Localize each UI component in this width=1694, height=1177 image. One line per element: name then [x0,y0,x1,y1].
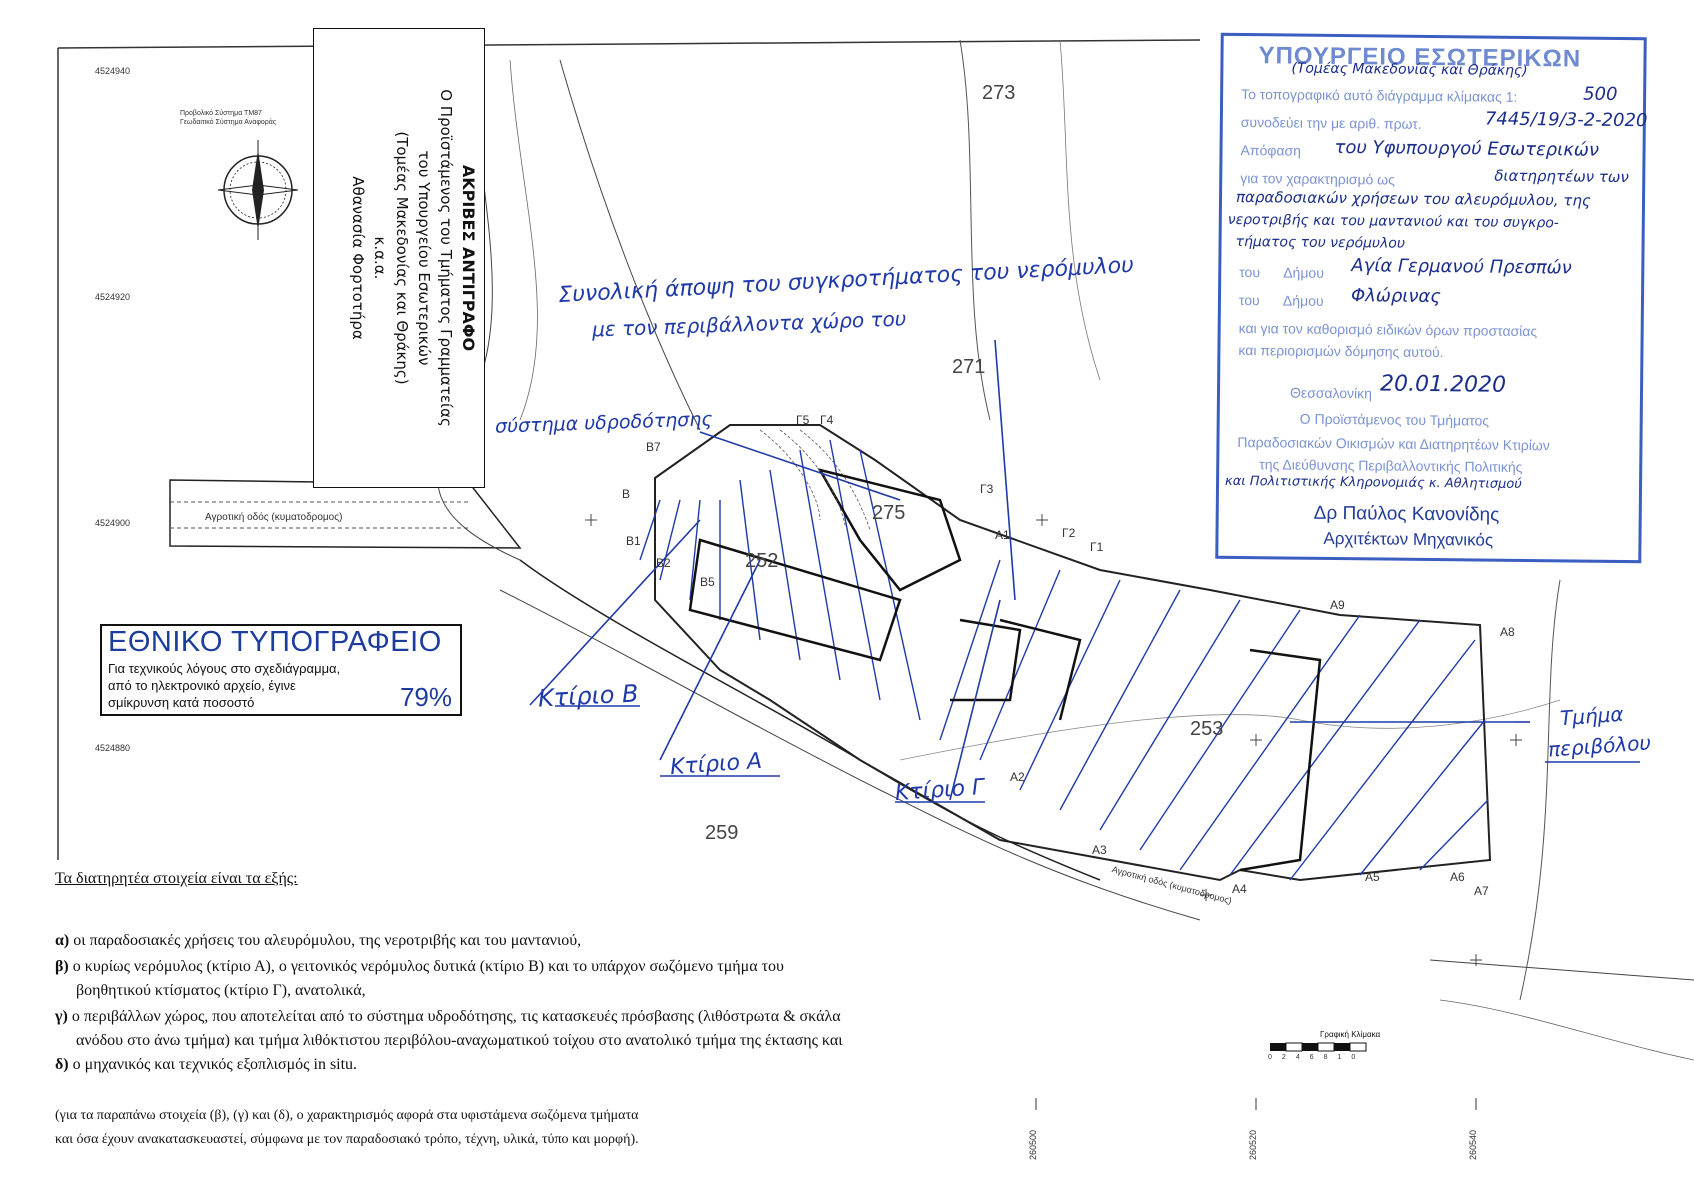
national-printing-notice: ΕΘΝΙΚΟ ΤΥΠΟΓΡΑΦΕΙΟ Για τεχνικούς λόγους … [100,624,462,716]
stamp-printed-place: Δήμου [1283,264,1324,281]
stamp-printed-9: και περιορισμών δόμησης αυτού. [1238,341,1444,361]
footnote-line2: και όσα έχουν ανακατασκευαστεί, σύμφωνα … [55,1132,639,1147]
item-a: α) οι παραδοσιακές χρήσεις του αλευρόμυλ… [55,932,582,949]
ministry-stamp: ΥΠΟΥΡΓΕΙΟ ΕΣΩΤΕΡΙΚΩΝ (Τομέας Μακεδονίας … [1215,32,1648,564]
stamp-hand-municipality: Φλώρινας [1350,285,1442,308]
point-a5: Α5 [1365,870,1380,884]
stamp-printed-municipality-of: του [1238,291,1260,309]
point-a1: Α1 [995,528,1010,542]
stamp-printed-11: Ο Προϊστάμενος του Τμήματος [1299,410,1490,429]
item-g-line2: ανόδου στο άνω τμήμα) και τμήμα λιθόκτισ… [76,1032,843,1049]
stamp-printed-city: Θεσσαλονίκη [1289,384,1373,402]
certified-copy-signatory: Αθανασία Φορτοτήρα [349,176,367,340]
stamp-signatory-role: Αρχιτέκτων Μηχανικός [1323,528,1494,550]
coord-y-3: 4524900 [95,518,131,528]
coord-y-4: 4524880 [95,743,131,753]
stamp-printed-dimos: Δήμου [1282,292,1324,309]
coord-x-1: 260500 [1028,1129,1039,1161]
stamp-hand-scale: 500 [1583,83,1618,105]
point-g4: Γ4 [820,413,834,427]
coord-x-3: 260540 [1468,1129,1479,1161]
stamp-printed-2: συνοδεύει την με αριθ. πρωτ. [1240,113,1422,132]
north-arrow-icon [217,140,299,240]
parcel-259: 259 [705,822,739,844]
scale-ticks: 0246810 [1268,1054,1366,1061]
stamp-printed-8: και για τον καθορισμό ειδικών όρων προστ… [1238,319,1538,340]
stamp-hand-line5: παραδοσιακών χρήσεων του αλευρόμυλου, τη… [1235,187,1591,210]
point-a7: Α7 [1474,884,1489,898]
point-a3: Α3 [1092,843,1107,857]
notice-line1: Για τεχνικούς λόγους στο σχεδιάγραμμα, [108,661,341,676]
point-b5: Β5 [700,575,715,589]
stamp-hand-preserved: διατηρητέων των [1494,166,1629,187]
preserved-elements-heading: Τα διατηρητέα στοιχεία είναι τα εξής: [55,870,298,887]
coord-x-2: 260520 [1248,1129,1259,1161]
stamp-printed-3: Απόφαση [1240,141,1302,159]
point-b2: Β2 [656,556,671,570]
item-b-line1: β) ο κυρίως νερόμυλος (κτίριο Α), ο γειτ… [55,958,784,975]
parcel-253: 253 [1190,718,1224,740]
parcel-271: 271 [952,356,986,378]
point-b1: Β1 [626,534,641,548]
certified-copy-line4: κ.α.α. [371,236,389,280]
enclosure-label-line1: Τμήμα [1559,701,1625,731]
certified-copy-line1: Ο Προϊστάμενος του Τμήματος Γραμματείας [437,89,455,427]
item-d: δ) ο μηχανικός και τεχνικός εξοπλισμός i… [55,1056,358,1073]
point-g5: Γ5 [796,413,810,427]
coord-y-2: 4524920 [95,292,131,302]
scale-bar [1270,1042,1367,1052]
notice-line2: από το ηλεκτρονικό αρχείο, έγινε [108,678,296,693]
stamp-signatory-name: Δρ Παύλος Κανονίδης [1313,502,1500,526]
parcel-275: 275 [872,502,906,524]
notice-title: ΕΘΝΙΚΟ ΤΥΠΟΓΡΑΦΕΙΟ [108,626,442,658]
point-a9: Α9 [1330,598,1345,612]
certified-copy-line2: του Υπουργείου Εσωτερικών [415,150,433,366]
stamp-hand-line7: τήματος του νερόμυλου [1235,233,1406,252]
notice-line3: σμίκρυνση κατά ποσοστό [108,695,255,710]
stamp-hand-sector: (Τομέας Μακεδονίας και Θράκης) [1291,60,1528,79]
stamp-printed-13: της Διεύθυνσης Περιβαλλοντικής Πολιτικής [1259,456,1523,475]
point-g3: Γ3 [980,482,994,496]
stamp-hand-protocol: 7445/19/3-2-2020 [1484,108,1648,132]
certified-copy-line3: (Τομέας Μακεδονίας και Θράκης) [393,131,411,385]
legend-datum: Γεωδαιτικό Σύστημα Αναφοράς [180,119,277,126]
stamp-printed-of: του [1239,263,1261,281]
item-g-line1: γ) ο περιβάλλων χώρος, που αποτελείται α… [55,1008,841,1025]
footnote-line1: (για τα παραπάνω στοιχεία (β), (γ) και (… [55,1108,639,1123]
stamp-hand-line6: νεροτριβής και του μαντανιού και του συγ… [1227,211,1559,232]
certified-copy-box: ΑΚΡΙΒΕΣ ΑΝΤΙΓΡΑΦΟ Ο Προϊστάμενος του Τμή… [313,28,485,488]
building-b-label: Κτίριο Β [537,679,640,713]
stamp-printed-1: Το τοπογραφικό αυτό διάγραμμα κλίμακας 1… [1241,86,1518,105]
stamp-printed-12: Παραδοσιακών Οικισμών και Διατηρητέων Κτ… [1237,433,1550,454]
stamp-hand-line14: και Πολιτιστικής Κληρονομιάς κ. Αθλητισμ… [1224,473,1522,492]
certified-copy-title: ΑΚΡΙΒΕΣ ΑΝΤΙΓΡΑΦΟ [459,164,478,352]
point-b7: Β7 [646,440,661,454]
point-a6: Α6 [1450,870,1465,884]
notice-percent: 79% [399,682,452,712]
legend-projection: Προβολικό Σύστημα ΤΜ87 [180,110,262,117]
scale-title: Γραφική Κλίμακα [1320,1030,1381,1039]
road-label: Αγροτική οδός (κυματοδρομος) [205,512,343,523]
stamp-hand-decision: του Υφυπουργού Εσωτερικών [1334,136,1600,161]
point-b: Β [622,487,631,501]
point-g2: Γ2 [1062,526,1076,540]
parcel-252: 252 [745,550,779,572]
point-a2: Α2 [1010,770,1025,784]
coord-y-1: 4524940 [95,66,131,76]
point-a8: Α8 [1500,625,1515,639]
item-b-line2: βοηθητικού κτίσματος (κτίριο Γ), ανατολι… [76,982,366,999]
point-g1: Γ1 [1090,540,1104,554]
stamp-printed-4: για τον χαρακτηρισμό ως [1240,169,1396,188]
stamp-hand-date: 20.01.2020 [1379,371,1507,398]
parcel-273: 273 [982,82,1016,104]
point-a4: Α4 [1232,882,1247,896]
stamp-hand-village: Αγία Γερμανού Πρεσπών [1351,255,1572,279]
